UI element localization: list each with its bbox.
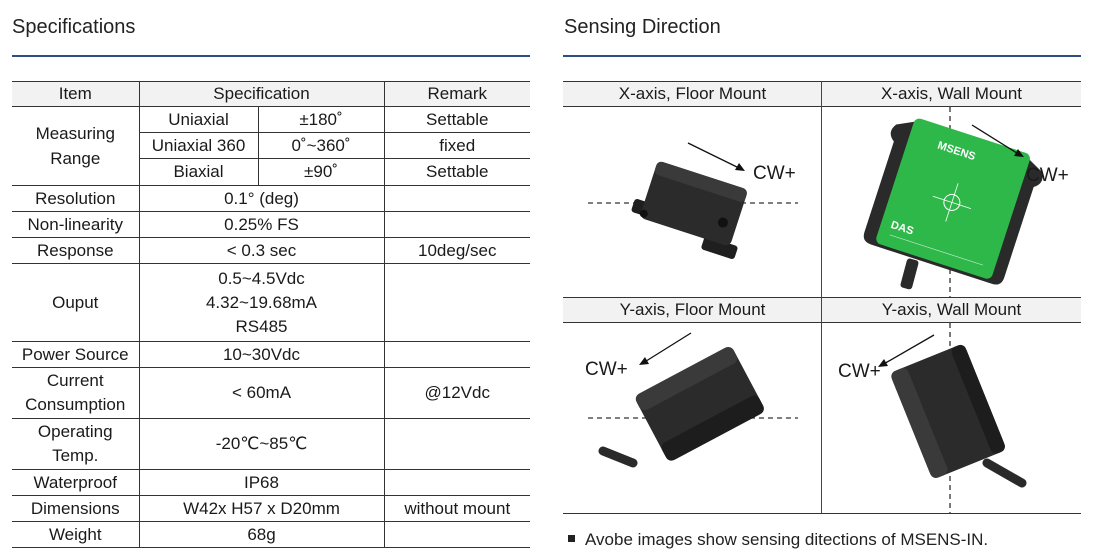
range-value: ±180˚ xyxy=(258,106,384,133)
row-remark xyxy=(383,521,530,548)
row-remark xyxy=(383,341,530,368)
cw-label: CW+ xyxy=(585,359,628,380)
table-header-row: Item Specification Remark xyxy=(12,81,530,107)
table-row: Waterproof IP68 xyxy=(12,469,530,496)
row-spec: < 0.3 sec xyxy=(139,237,384,264)
operating-item: Operating Temp. xyxy=(12,418,140,470)
sensing-note: Avobe images show sensing ditections of … xyxy=(568,530,988,550)
table-row: Non-linearity 0.25% FS xyxy=(12,211,530,238)
panel-header-x-wall: X-axis, Wall Mount xyxy=(822,81,1081,107)
cw-label: CW+ xyxy=(1026,165,1069,186)
sensor-illustration-x-wall: MSENS DAS xyxy=(863,107,1043,297)
operating-item-line: Temp. xyxy=(52,446,99,465)
cw-label: CW+ xyxy=(753,163,796,184)
row-remark xyxy=(383,469,530,496)
sensor-illustration-y-wall xyxy=(878,323,1027,513)
range-value: ±90˚ xyxy=(258,158,384,186)
row-remark: 10deg/sec xyxy=(383,237,530,264)
current-item: Current Consumption xyxy=(12,367,140,419)
row-item: Dimensions xyxy=(12,495,140,522)
panel-y-wall: CW+ xyxy=(822,323,1081,513)
row-remark: without mount xyxy=(383,495,530,522)
row-item: Non-linearity xyxy=(12,211,140,238)
sensing-direction-grid: X-axis, Floor Mount X-axis, Wall Mount Y… xyxy=(563,81,1081,514)
row-item: Power Source xyxy=(12,341,140,368)
range-mode: Uniaxial 360 xyxy=(139,132,259,159)
panel-header-y-floor: Y-axis, Floor Mount xyxy=(563,297,822,323)
title-underline xyxy=(12,55,530,57)
range-remark: Settable xyxy=(383,158,530,186)
table-row: Current Consumption < 60mA @12Vdc xyxy=(12,367,530,419)
table-row: Ouput 0.5~4.5Vdc 4.32~19.68mA RS485 xyxy=(12,263,530,342)
output-line: 0.5~4.5Vdc xyxy=(218,268,305,288)
range-value: 0˚~360˚ xyxy=(258,132,384,159)
title-underline xyxy=(563,55,1081,57)
row-remark xyxy=(383,185,530,212)
measuring-range-text: Measuring Range xyxy=(35,124,115,168)
output-remark xyxy=(383,263,530,342)
grid-divider-vertical xyxy=(821,81,822,514)
output-line: RS485 xyxy=(235,316,288,336)
row-item: Resolution xyxy=(12,185,140,212)
row-spec: 0.1° (deg) xyxy=(139,185,384,212)
table-row: Power Source 10~30Vdc xyxy=(12,341,530,368)
current-item-line: Consumption xyxy=(25,395,126,414)
output-item: Ouput xyxy=(12,263,140,342)
table-row: Weight 68g xyxy=(12,521,530,548)
panel-x-floor: CW+ xyxy=(563,107,821,297)
operating-remark xyxy=(383,418,530,470)
panel-header-y-wall: Y-axis, Wall Mount xyxy=(822,297,1081,323)
row-item: Waterproof xyxy=(12,469,140,496)
operating-item-line: Operating xyxy=(37,422,113,441)
row-spec: W42x H57 x D20mm xyxy=(139,495,384,522)
row-item: Response xyxy=(12,237,140,264)
row-spec: 10~30Vdc xyxy=(139,341,384,368)
sensor-illustration-x-floor xyxy=(588,142,798,259)
note-text: Avobe images show sensing ditections of … xyxy=(585,530,989,549)
range-remark: fixed xyxy=(383,132,530,159)
sensing-direction-title: Sensing Direction xyxy=(564,16,721,38)
header-item: Item xyxy=(12,81,140,107)
current-item-line: Current xyxy=(46,371,104,390)
table-row: Response < 0.3 sec 10deg/sec xyxy=(12,237,530,264)
sensor-illustration-y-floor xyxy=(588,332,798,468)
grid-divider-bottom xyxy=(563,513,1081,514)
row-spec: 68g xyxy=(139,521,384,548)
spec-table: Item Specification Remark Measuring Rang… xyxy=(12,81,530,548)
header-specification: Specification xyxy=(139,81,384,107)
bullet-icon xyxy=(568,535,575,543)
range-mode: Uniaxial xyxy=(139,106,259,133)
row-spec: 0.25% FS xyxy=(139,211,384,238)
current-remark: @12Vdc xyxy=(383,367,530,419)
measuring-range-label: Measuring Range xyxy=(12,106,140,186)
row-spec: IP68 xyxy=(139,469,384,496)
table-row: Measuring Range Uniaxial ±180˚ Settable xyxy=(12,106,530,186)
table-row: Biaxial ±90˚ Settable xyxy=(12,158,530,186)
operating-spec: -20℃~85℃ xyxy=(139,418,384,470)
panel-y-floor: CW+ xyxy=(563,323,821,513)
table-row: Operating Temp. -20℃~85℃ xyxy=(12,418,530,470)
table-row: Dimensions W42x H57 x D20mm without moun… xyxy=(12,495,530,522)
output-spec: 0.5~4.5Vdc 4.32~19.68mA RS485 xyxy=(139,263,384,342)
range-remark: Settable xyxy=(383,106,530,133)
table-row: Uniaxial 360 0˚~360˚ fixed xyxy=(12,132,530,159)
table-row: Resolution 0.1° (deg) xyxy=(12,185,530,212)
row-item: Weight xyxy=(12,521,140,548)
cw-label: CW+ xyxy=(838,361,881,382)
row-remark xyxy=(383,211,530,238)
header-remark: Remark xyxy=(383,81,530,107)
output-line: 4.32~19.68mA xyxy=(205,292,318,312)
panel-header-x-floor: X-axis, Floor Mount xyxy=(563,81,822,107)
specifications-title: Specifications xyxy=(12,16,136,38)
current-spec: < 60mA xyxy=(139,367,384,419)
range-mode: Biaxial xyxy=(139,158,259,186)
panel-x-wall: MSENS DAS CW+ xyxy=(822,107,1081,297)
